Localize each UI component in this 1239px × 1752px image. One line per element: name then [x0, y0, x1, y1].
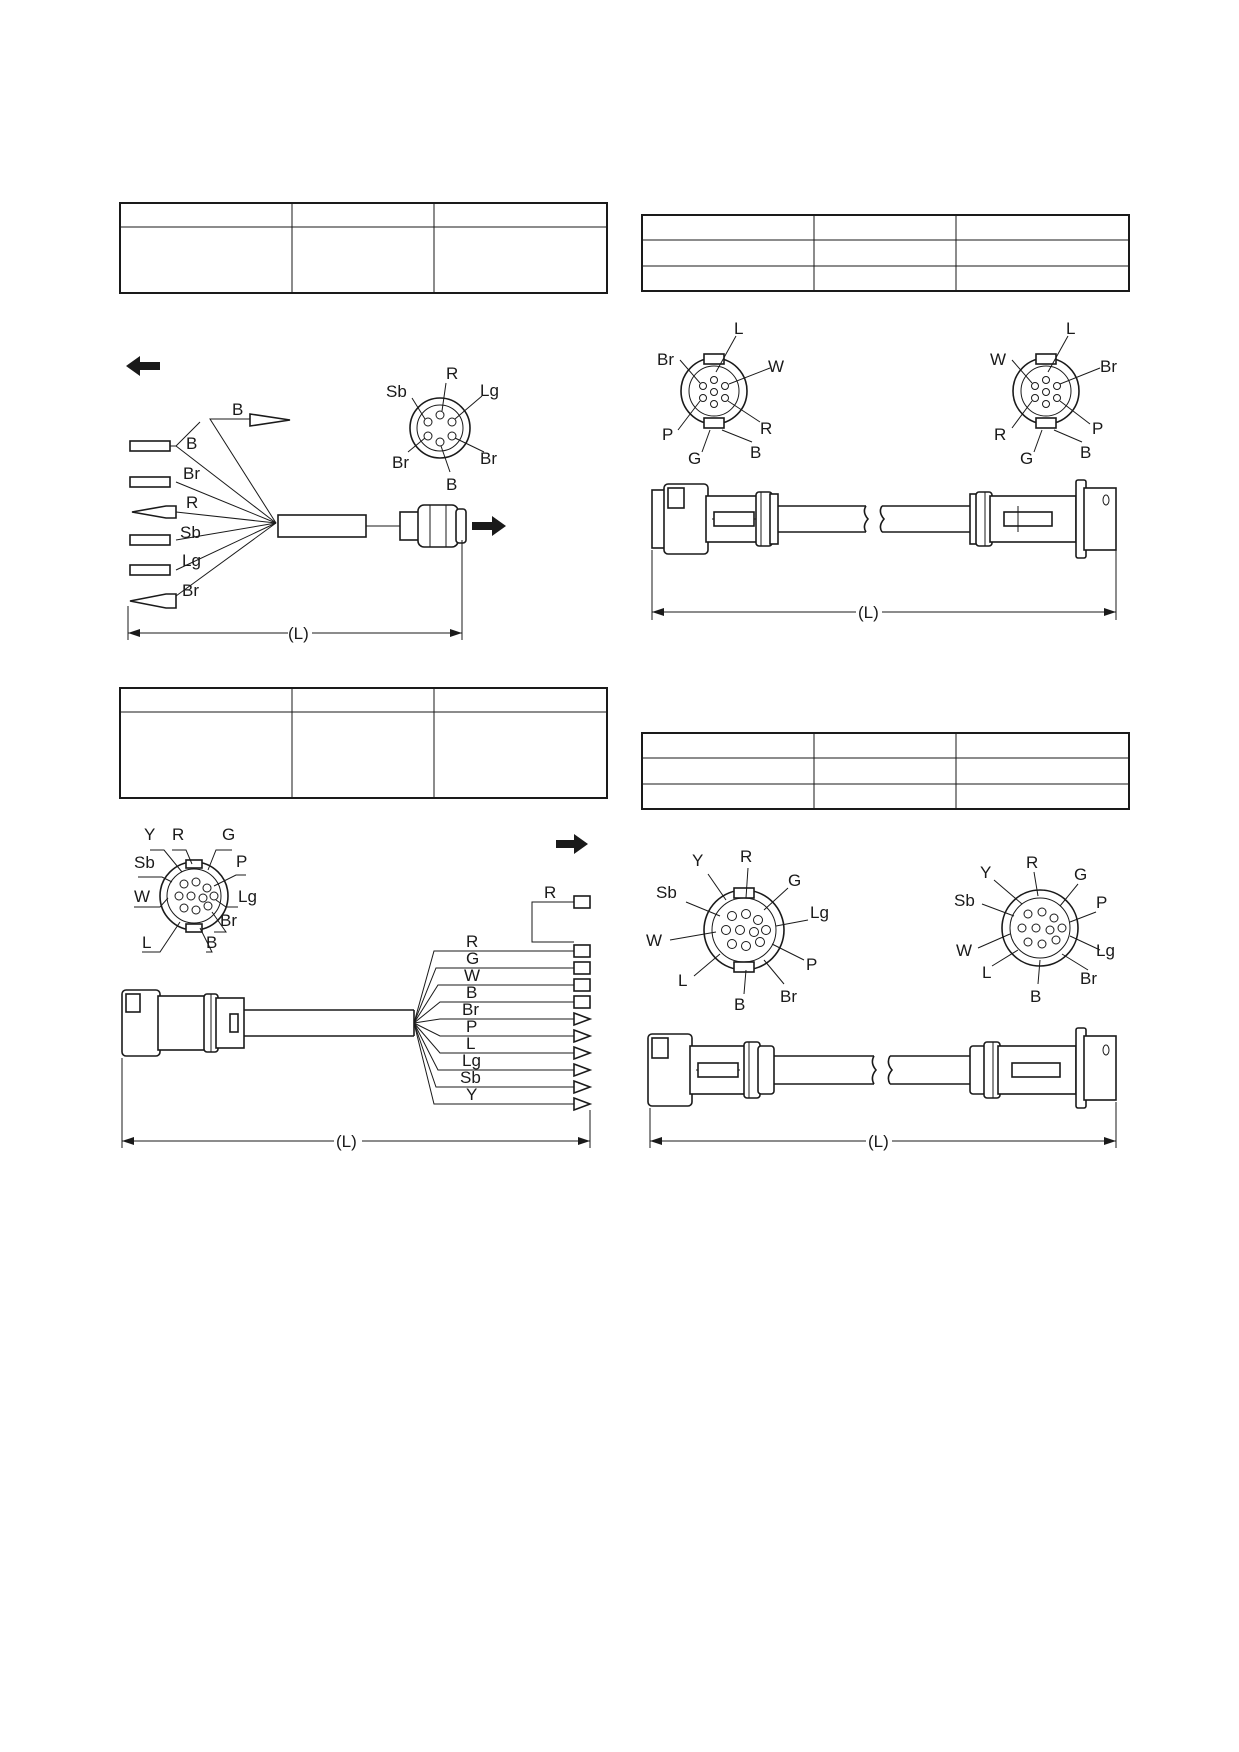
face-label-p: P — [236, 852, 247, 871]
wire-label-br-upper: Br — [183, 464, 200, 483]
dimension-label-top-left: (L) — [288, 624, 309, 643]
face-label-p: P — [662, 425, 673, 444]
wire-label-r: R — [186, 493, 198, 512]
face-label-g: G — [688, 449, 701, 468]
wire-label-l: L — [466, 1034, 475, 1053]
spec-table-bottom-right — [641, 732, 1130, 810]
face-label-l: L — [1066, 319, 1075, 338]
dimension-line-top-left — [127, 540, 463, 640]
wire-label-b: B — [186, 434, 197, 453]
connector-face-bottom-left — [134, 849, 246, 953]
wire-label-lg: Lg — [182, 551, 201, 570]
panel-top-right: L Br W P R G B L W Br R P G B (L) — [641, 214, 1130, 622]
arrow-right-icon — [556, 834, 588, 854]
face-label-g: G — [788, 871, 801, 890]
panel-bottom-left: Y R G Sb P W Lg Br L B R R G W B Br P L … — [119, 687, 608, 1151]
face-label-r: R — [1026, 853, 1038, 872]
face-label-lg: Lg — [810, 903, 829, 922]
face-label-lg: Lg — [1096, 941, 1115, 960]
wire-label-y: Y — [466, 1085, 477, 1104]
face-label-sb: Sb — [656, 883, 677, 902]
wire-label-br-lower: Br — [182, 581, 199, 600]
face-label-b: B — [734, 995, 745, 1014]
panel-top-left: B B Br R Sb Lg Br Sb R Lg Br B Br (L) — [119, 202, 608, 643]
spec-table-top-left — [119, 202, 608, 294]
face-label-g: G — [1074, 865, 1087, 884]
wire-label-b: B — [466, 983, 477, 1002]
face-label-lg: Lg — [238, 887, 257, 906]
face-label-w: W — [646, 931, 662, 950]
dimension-label-top-right: (L) — [858, 603, 879, 622]
spec-table-bottom-left — [119, 687, 608, 799]
face-label-w: W — [134, 887, 150, 906]
connector-face-bottom-right-left — [669, 867, 809, 995]
wire-label-sb: Sb — [460, 1068, 481, 1087]
wire-label-p: P — [466, 1017, 477, 1036]
face-label-l: L — [142, 933, 151, 952]
wire-label-lg: Lg — [462, 1051, 481, 1070]
face-label-y: Y — [692, 851, 703, 870]
connector-face-top-left — [407, 382, 485, 473]
face-label-l: L — [678, 971, 687, 990]
spec-table-top-right — [641, 214, 1130, 292]
face-label-w: W — [768, 357, 784, 376]
wire-label-br: Br — [462, 1000, 479, 1019]
arrow-left-icon — [126, 356, 160, 376]
face-label-b: B — [446, 475, 457, 494]
face-label-b: B — [206, 933, 217, 952]
wire-label-b-upper: B — [232, 400, 243, 419]
face-label-br-right: Br — [480, 449, 497, 468]
face-label-y: Y — [144, 825, 155, 844]
face-label-p: P — [806, 955, 817, 974]
dimension-line-bottom-right — [649, 1102, 1117, 1148]
face-label-b: B — [1030, 987, 1041, 1006]
face-label-sb: Sb — [386, 382, 407, 401]
connector-face-top-right-right — [1011, 335, 1101, 453]
face-label-r: R — [172, 825, 184, 844]
dimension-label-bottom-right: (L) — [868, 1132, 889, 1151]
face-label-r: R — [740, 847, 752, 866]
face-label-br: Br — [657, 350, 674, 369]
cable-assembly-bottom-right — [647, 1027, 1117, 1109]
face-label-l: L — [734, 319, 743, 338]
arrow-right-icon — [472, 516, 506, 536]
face-label-sb: Sb — [134, 853, 155, 872]
face-label-br-left: Br — [392, 453, 409, 472]
panel-bottom-right: Y R G Sb Lg W P L B Br Y R G Sb P W Lg L… — [641, 732, 1130, 1151]
face-label-br: Br — [1080, 969, 1097, 988]
face-label-b: B — [1080, 443, 1091, 462]
face-label-l: L — [982, 963, 991, 982]
wire-label-r-jumper: R — [544, 883, 556, 902]
connector-face-top-right-left — [677, 335, 771, 453]
face-label-br: Br — [220, 911, 237, 930]
wire-label-r: R — [466, 932, 478, 951]
face-label-lg: Lg — [480, 381, 499, 400]
dimension-line-top-right — [651, 550, 1117, 620]
wire-label-w: W — [464, 966, 480, 985]
face-label-br: Br — [1100, 357, 1117, 376]
face-label-r: R — [446, 364, 458, 383]
face-label-g: G — [1020, 449, 1033, 468]
cable-assembly-bottom-left — [121, 895, 593, 1112]
face-label-r: R — [760, 419, 772, 438]
face-label-w: W — [956, 941, 972, 960]
face-label-g: G — [222, 825, 235, 844]
connector-face-bottom-right-right — [977, 871, 1101, 985]
wire-label-g: G — [466, 949, 479, 968]
dimension-line-bottom-left — [121, 1058, 591, 1148]
face-label-p: P — [1096, 893, 1107, 912]
face-label-w: W — [990, 350, 1006, 369]
face-label-b: B — [750, 443, 761, 462]
face-label-r: R — [994, 425, 1006, 444]
wire-label-sb: Sb — [180, 523, 201, 542]
cable-assembly-top-left — [129, 413, 467, 609]
cable-assembly-top-right — [651, 479, 1117, 559]
face-label-y: Y — [980, 863, 991, 882]
face-label-p: P — [1092, 419, 1103, 438]
face-label-sb: Sb — [954, 891, 975, 910]
face-label-br: Br — [780, 987, 797, 1006]
dimension-label-bottom-left: (L) — [336, 1132, 357, 1151]
